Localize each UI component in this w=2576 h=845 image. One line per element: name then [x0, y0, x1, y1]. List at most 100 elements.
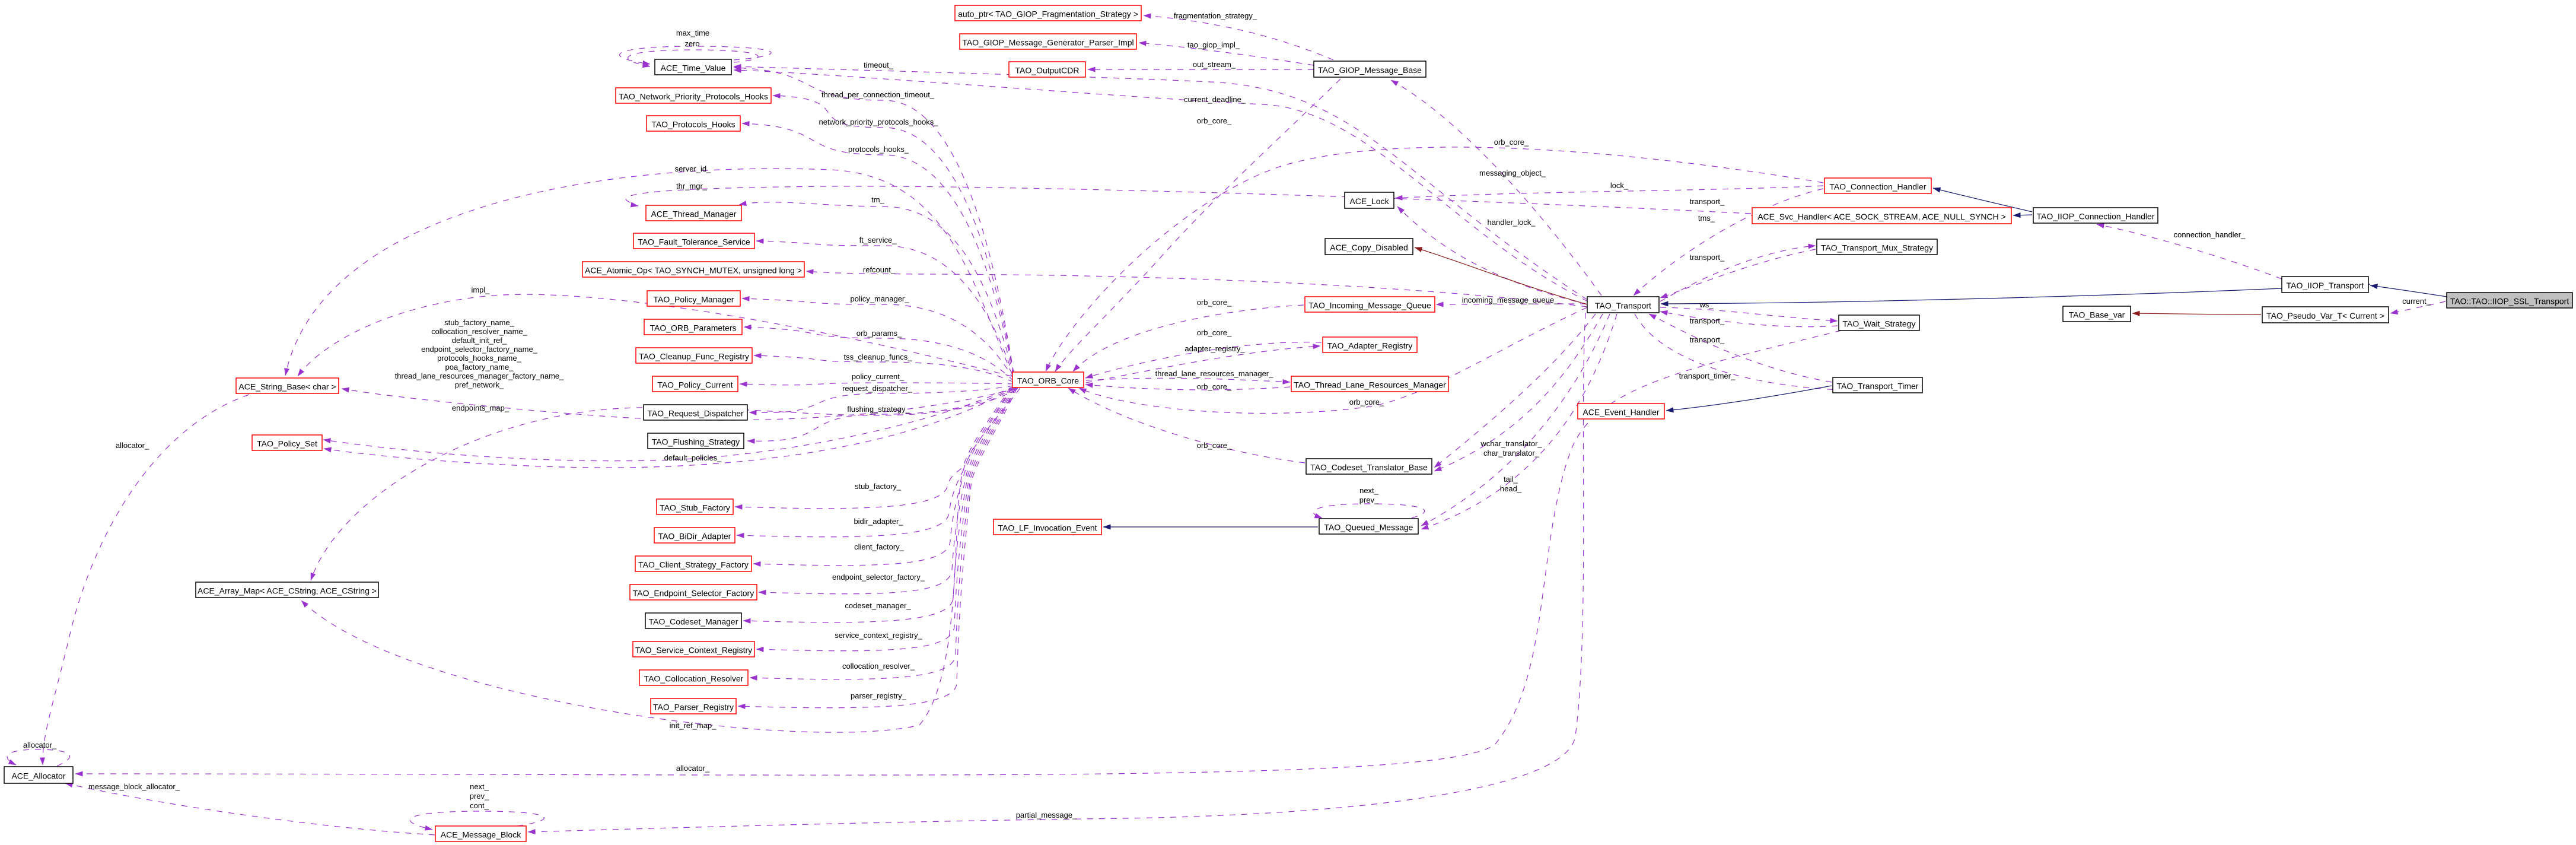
svg-text:TAO_Stub_Factory: TAO_Stub_Factory [660, 503, 730, 512]
svg-text:connection_handler_: connection_handler_ [2174, 230, 2246, 239]
svg-text:stub_factory_: stub_factory_ [855, 482, 902, 491]
svg-text:TAO_Protocols_Hooks: TAO_Protocols_Hooks [651, 119, 735, 129]
svg-text:codeset_manager_: codeset_manager_ [845, 601, 911, 610]
svg-text:TAO_Network_Priority_Protocols: TAO_Network_Priority_Protocols_Hooks [619, 91, 768, 101]
svg-text:stub_factory_name_: stub_factory_name_ [444, 318, 515, 327]
svg-text:ACE_String_Base< char >: ACE_String_Base< char > [238, 382, 336, 391]
svg-text:TAO_LF_Invocation_Event: TAO_LF_Invocation_Event [998, 523, 1097, 532]
svg-text:TAO_Collocation_Resolver: TAO_Collocation_Resolver [644, 674, 744, 683]
svg-text:TAO_Policy_Set: TAO_Policy_Set [257, 439, 317, 448]
svg-text:ACE_Lock: ACE_Lock [1349, 196, 1389, 206]
svg-text:TAO_Adapter_Registry: TAO_Adapter_Registry [1327, 341, 1413, 350]
svg-text:tail_: tail_ [1504, 475, 1518, 484]
svg-text:protocols_hooks_name_: protocols_hooks_name_ [437, 354, 521, 363]
svg-text:current_: current_ [2402, 297, 2431, 306]
svg-text:transport_: transport_ [1690, 335, 1725, 344]
svg-text:TAO_Codeset_Manager: TAO_Codeset_Manager [649, 617, 738, 626]
svg-text:orb_core_: orb_core_ [1349, 398, 1384, 406]
svg-text:fragmentation_strategy_: fragmentation_strategy_ [1174, 11, 1257, 20]
svg-text:tm_: tm_ [871, 195, 884, 204]
svg-text:TAO_Transport: TAO_Transport [1595, 301, 1651, 310]
svg-text:tms_: tms_ [1698, 214, 1715, 223]
svg-text:impl_: impl_ [471, 285, 490, 294]
svg-text:prev_: prev_ [1359, 495, 1379, 504]
svg-text:thr_mgr_: thr_mgr_ [676, 182, 708, 190]
svg-text:ACE_Time_Value: ACE_Time_Value [661, 63, 726, 72]
svg-text:policy_current_: policy_current_ [852, 372, 905, 381]
svg-text:client_factory_: client_factory_ [854, 542, 905, 551]
svg-text:TAO_IIOP_Transport: TAO_IIOP_Transport [2287, 281, 2364, 290]
svg-text:ft_service_: ft_service_ [859, 236, 897, 244]
svg-text:TAO_Cleanup_Func_Registry: TAO_Cleanup_Func_Registry [639, 351, 749, 361]
svg-text:TAO_Codeset_Translator_Base: TAO_Codeset_Translator_Base [1310, 462, 1428, 472]
svg-text:protocols_hooks_: protocols_hooks_ [848, 145, 909, 154]
svg-text:poa_factory_name_: poa_factory_name_ [445, 363, 514, 371]
svg-text:orb_core_: orb_core_ [1494, 138, 1529, 147]
svg-text:collocation_resolver_: collocation_resolver_ [842, 662, 915, 671]
svg-text:TAO_Policy_Current: TAO_Policy_Current [657, 380, 733, 389]
svg-text:ACE_Event_Handler: ACE_Event_Handler [1582, 407, 1660, 417]
svg-text:TAO_Pseudo_Var_T< Current >: TAO_Pseudo_Var_T< Current > [2266, 311, 2384, 320]
svg-text:orb_core_: orb_core_ [1197, 298, 1232, 307]
svg-text:TAO_Incoming_Message_Queue: TAO_Incoming_Message_Queue [1308, 300, 1431, 310]
svg-text:collocation_resolver_name_: collocation_resolver_name_ [431, 327, 528, 336]
svg-text:max_time: max_time [676, 28, 709, 37]
svg-text:transport_: transport_ [1690, 316, 1725, 325]
svg-text:TAO_Policy_Manager: TAO_Policy_Manager [654, 294, 734, 304]
svg-text:endpoint_selector_factory_: endpoint_selector_factory_ [832, 573, 925, 582]
svg-text:tss_cleanup_funcs_: tss_cleanup_funcs_ [844, 352, 913, 361]
svg-text:TAO_Transport_Timer: TAO_Transport_Timer [1837, 381, 1919, 390]
svg-text:adapter_registry_: adapter_registry_ [1184, 344, 1245, 353]
svg-text:orb_core_: orb_core_ [1197, 116, 1232, 125]
svg-text:allocator_: allocator_ [23, 741, 57, 749]
svg-text:next_: next_ [1359, 486, 1379, 495]
svg-text:allocator_: allocator_ [116, 441, 149, 450]
svg-text:TAO_Client_Strategy_Factory: TAO_Client_Strategy_Factory [638, 560, 749, 569]
svg-text:pref_network_: pref_network_ [455, 380, 504, 389]
svg-text:orb_params_: orb_params_ [856, 329, 902, 338]
svg-text:TAO_Request_Dispatcher: TAO_Request_Dispatcher [647, 408, 744, 418]
svg-text:orb_core_: orb_core_ [1197, 328, 1232, 337]
svg-text:thread_per_connection_timeout_: thread_per_connection_timeout_ [821, 90, 935, 99]
svg-text:request_dispatcher_: request_dispatcher_ [842, 384, 913, 393]
svg-text:TAO_GIOP_Message_Base: TAO_GIOP_Message_Base [1318, 65, 1422, 75]
svg-text:TAO_IIOP_Connection_Handler: TAO_IIOP_Connection_Handler [2037, 211, 2155, 221]
svg-text:allocator_: allocator_ [676, 764, 710, 773]
svg-text:TAO_Wait_Strategy: TAO_Wait_Strategy [1843, 319, 1916, 328]
svg-text:TAO_GIOP_Message_Generator_Par: TAO_GIOP_Message_Generator_Parser_Impl [962, 37, 1133, 47]
svg-text:ws_: ws_ [1699, 300, 1714, 309]
svg-text:head_: head_ [1500, 484, 1522, 493]
svg-text:ACE_Svc_Handler< ACE_SOCK_STRE: ACE_Svc_Handler< ACE_SOCK_STREAM, ACE_NU… [1757, 212, 2006, 221]
svg-text:orb_core_: orb_core_ [1197, 382, 1232, 391]
svg-text:TAO_Base_var: TAO_Base_var [2069, 310, 2125, 319]
svg-text:TAO_Fault_Tolerance_Service: TAO_Fault_Tolerance_Service [638, 237, 750, 246]
svg-text:server_id_: server_id_ [675, 164, 711, 173]
svg-text:transport_timer_: transport_timer_ [1679, 371, 1736, 380]
svg-text:partial_message_: partial_message_ [1016, 811, 1077, 819]
svg-text:TAO_ORB_Parameters: TAO_ORB_Parameters [649, 323, 736, 332]
svg-text:tao_giop_impl_: tao_giop_impl_ [1187, 40, 1240, 49]
svg-text:TAO_Service_Context_Registry: TAO_Service_Context_Registry [635, 645, 752, 655]
svg-text:default_policies_: default_policies_ [664, 453, 722, 462]
svg-text:next_: next_ [470, 782, 489, 791]
svg-text:endpoints_map_: endpoints_map_ [452, 404, 510, 412]
svg-text:ACE_Message_Block: ACE_Message_Block [441, 830, 521, 839]
svg-text:TAO_Flushing_Strategy: TAO_Flushing_Strategy [652, 437, 740, 446]
svg-text:service_context_registry_: service_context_registry_ [835, 631, 922, 640]
svg-text:handler_lock_: handler_lock_ [1488, 218, 1536, 227]
svg-text:ACE_Array_Map< ACE_CString, AC: ACE_Array_Map< ACE_CString, ACE_CString … [198, 586, 377, 595]
svg-text:thread_lane_resources_manager_: thread_lane_resources_manager_ [1155, 369, 1274, 378]
svg-text:wchar_translator_: wchar_translator_ [1480, 439, 1542, 448]
svg-text:init_ref_map_: init_ref_map_ [670, 721, 717, 730]
svg-text:bidir_adapter_: bidir_adapter_ [854, 517, 903, 526]
svg-text:timeout_: timeout_ [864, 61, 894, 69]
svg-text:refcount_: refcount_ [863, 265, 896, 274]
svg-text:message_block_allocator_: message_block_allocator_ [88, 782, 180, 791]
svg-text:ACE_Allocator: ACE_Allocator [11, 771, 65, 780]
svg-text:TAO_Endpoint_Selector_Factory: TAO_Endpoint_Selector_Factory [633, 588, 754, 598]
svg-text:parser_registry_: parser_registry_ [851, 691, 907, 700]
svg-text:endpoint_selector_factory_name: endpoint_selector_factory_name_ [421, 345, 538, 354]
svg-text:ACE_Atomic_Op< TAO_SYNCH_MUTEX: ACE_Atomic_Op< TAO_SYNCH_MUTEX, unsigned… [585, 265, 802, 275]
svg-text:out_stream_: out_stream_ [1193, 60, 1236, 69]
svg-text:network_priority_protocols_hoo: network_priority_protocols_hooks_ [819, 117, 939, 126]
